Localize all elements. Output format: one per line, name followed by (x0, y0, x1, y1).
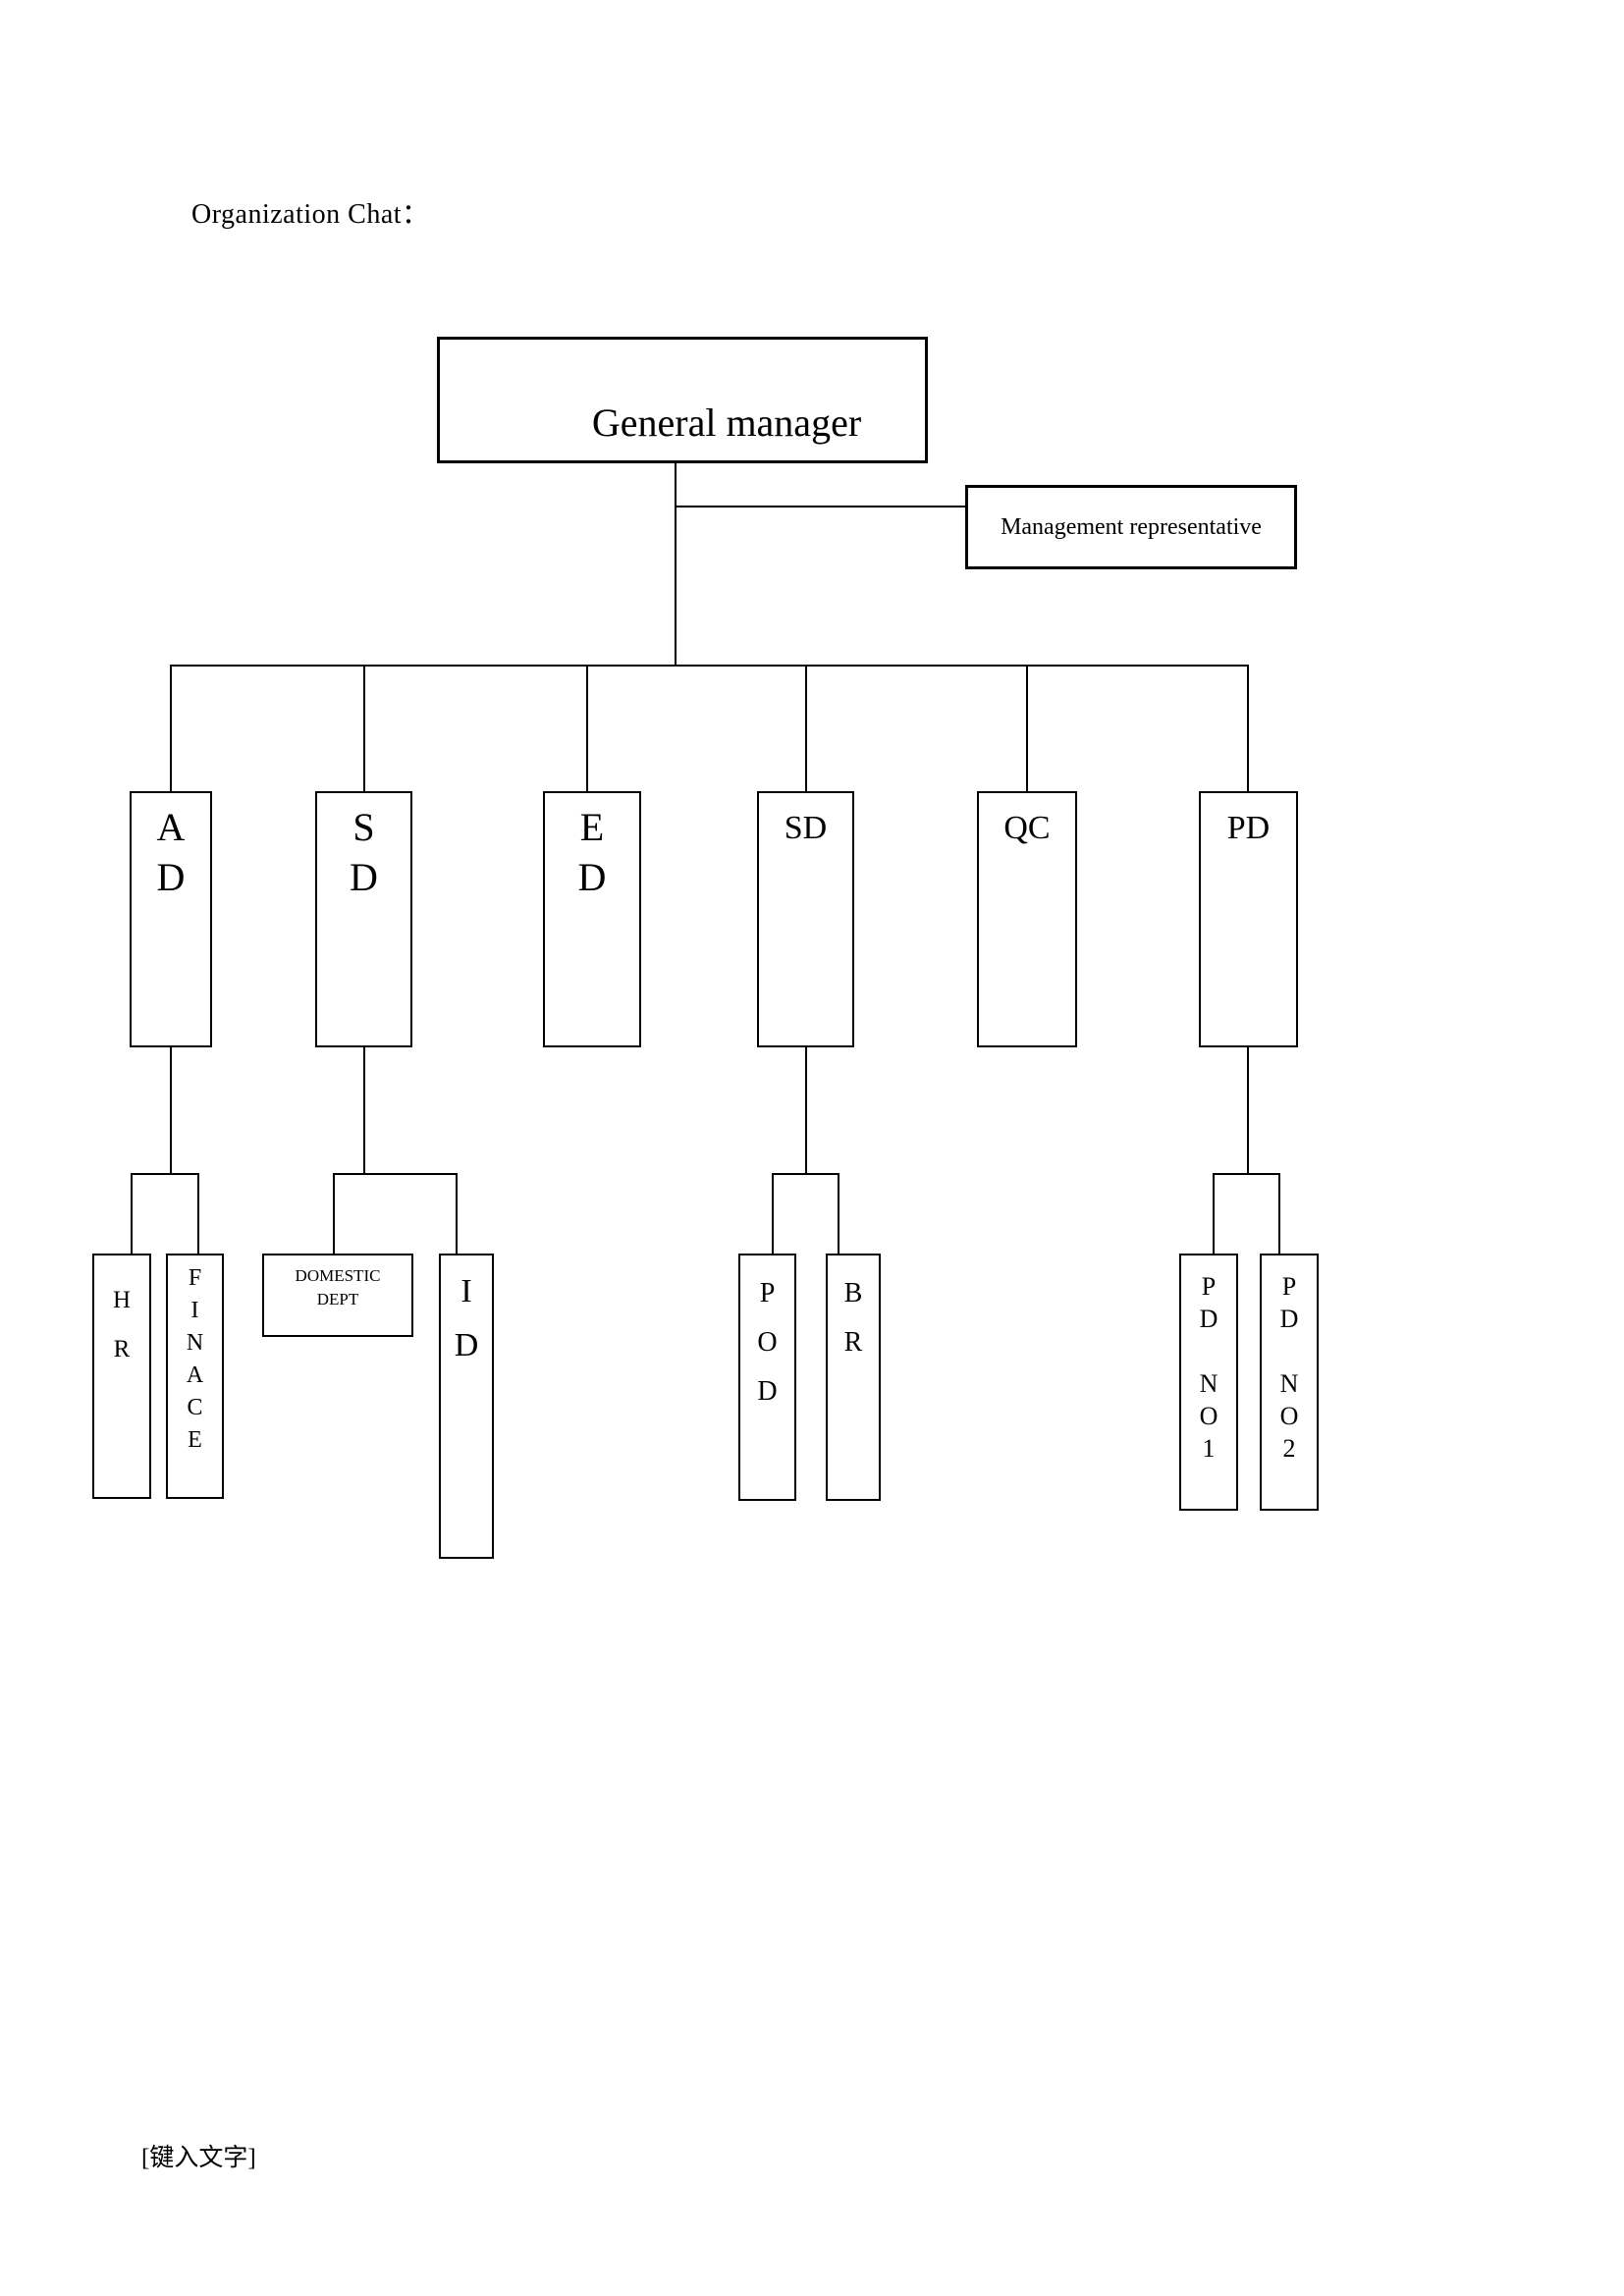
org-node-management-representative: Management representative (965, 485, 1297, 569)
bracket-drop-finace (197, 1173, 199, 1254)
connector-trunk-line (675, 463, 677, 665)
org-node-id: I D (439, 1254, 494, 1559)
org-node-label: S D (350, 805, 378, 899)
org-node-label: QC (1003, 810, 1051, 846)
connector-ad-down (170, 1047, 172, 1173)
org-node-ad: A D (130, 791, 212, 1047)
org-node-label: DOMESTIC DEPT (295, 1266, 381, 1308)
connector-drop-ed (586, 665, 588, 791)
connector-sd-down (363, 1047, 365, 1173)
connector-distribution-line (170, 665, 1249, 667)
org-node-pd-no1: P D N O 1 (1179, 1254, 1238, 1511)
bracket-drop-pdno1 (1213, 1173, 1215, 1254)
org-node-label: H R (112, 1287, 132, 1362)
bracket-pd (1213, 1173, 1280, 1175)
connector-drop-qc (1026, 665, 1028, 791)
connector-sd2-down (805, 1047, 807, 1173)
org-node-label: P D N O 1 (1199, 1272, 1218, 1463)
org-node-label: PD (1226, 810, 1271, 846)
bracket-drop-id (456, 1173, 458, 1254)
bracket-drop-hr (131, 1173, 133, 1254)
org-node-label: P O D (757, 1278, 778, 1407)
org-node-ed: E D (543, 791, 641, 1047)
bracket-drop-br (838, 1173, 839, 1254)
bracket-sd2 (772, 1173, 839, 1175)
org-node-label: A D (156, 805, 186, 899)
org-node-sd2: SD (757, 791, 854, 1047)
footer-placeholder-text: [键入文字] (141, 2145, 256, 2171)
org-node-pod: P O D (738, 1254, 796, 1501)
org-node-finace: F I N A C E (166, 1254, 224, 1499)
connector-management-representative-line (677, 506, 965, 507)
bracket-drop-pod (772, 1173, 774, 1254)
org-node-pd: PD (1199, 791, 1298, 1047)
bracket-drop-pdno2 (1278, 1173, 1280, 1254)
org-node-label: P D N O 2 (1279, 1272, 1299, 1463)
org-node-label: SD (784, 810, 828, 846)
org-node-label: General manager (591, 400, 862, 445)
org-node-domestic-dept: DOMESTIC DEPT (262, 1254, 413, 1337)
document-title: Organization Chat： (191, 199, 430, 230)
org-node-pd-no2: P D N O 2 (1260, 1254, 1319, 1511)
bracket-drop-domestic (333, 1173, 335, 1254)
org-node-label: Management representative (1001, 513, 1262, 540)
connector-pd-down (1247, 1047, 1249, 1173)
org-node-hr: H R (92, 1254, 151, 1499)
org-node-general-manager: General manager (437, 337, 928, 463)
connector-drop-ad (170, 665, 172, 791)
org-node-label: B R (843, 1278, 863, 1358)
bracket-ad (131, 1173, 199, 1175)
org-node-label: E D (577, 805, 607, 899)
org-node-label: F I N A C E (186, 1265, 204, 1453)
org-node-br: B R (826, 1254, 881, 1501)
org-node-qc: QC (977, 791, 1077, 1047)
bracket-sd (333, 1173, 458, 1175)
org-node-sd: S D (315, 791, 412, 1047)
connector-drop-pd (1247, 665, 1249, 791)
connector-drop-sd2 (805, 665, 807, 791)
connector-drop-sd (363, 665, 365, 791)
org-node-label: I D (454, 1273, 479, 1363)
